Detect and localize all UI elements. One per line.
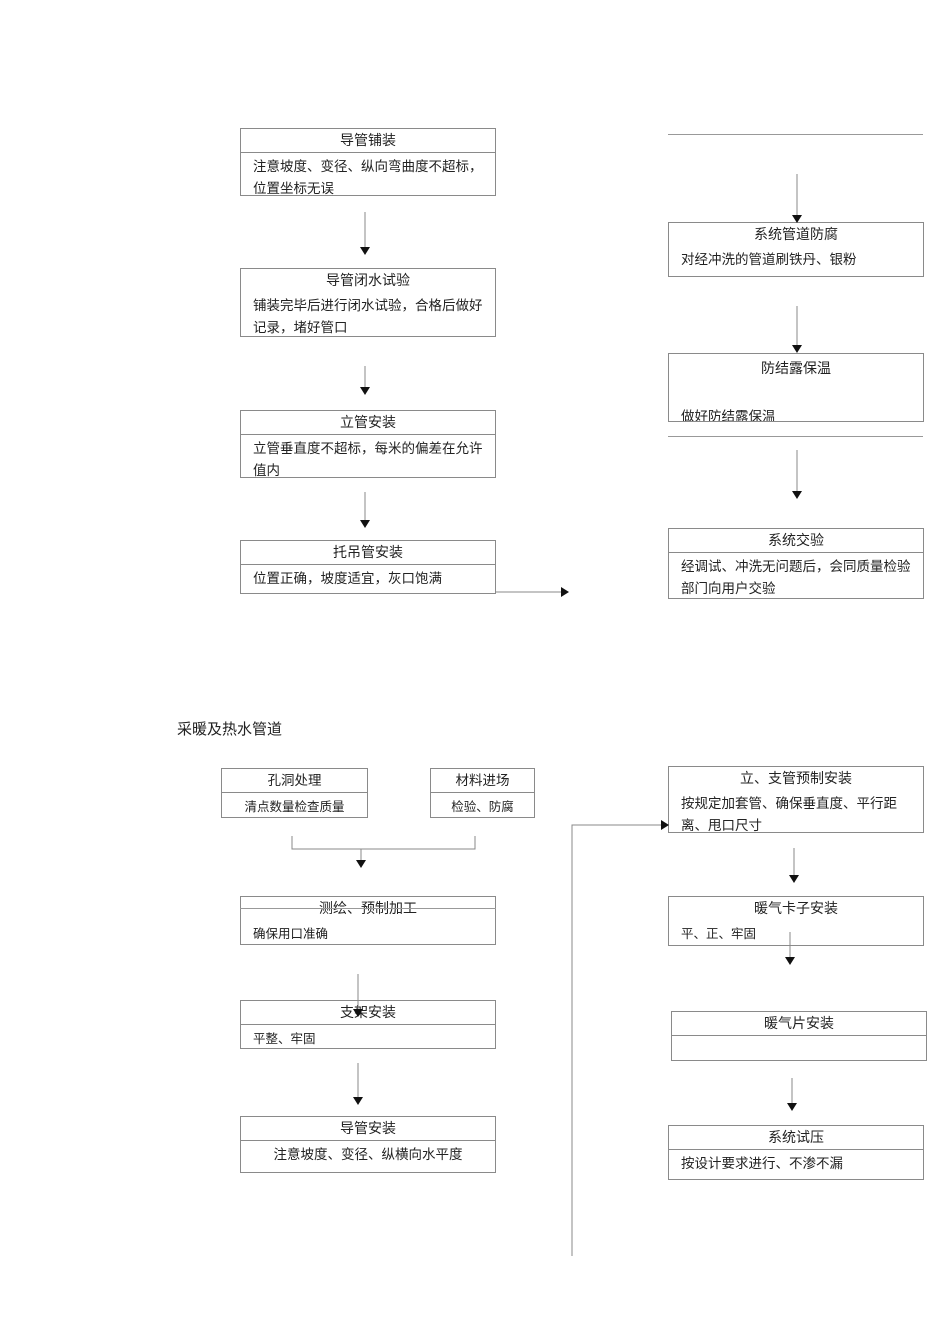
box-riser-install: 立管安装 立管垂直度不超标，每米的偏差在允许值内 [240,410,496,478]
section-title: 采暖及热水管道 [177,720,283,738]
box-desc: 确保用口准确 [253,926,329,941]
box-desc: 铺装完毕后进行闭水试验，合格后做好记录，堵好管口 [253,298,483,336]
box-condensation-insulation: 防结露保温 做好防结露保温 [668,353,924,422]
box-title: 系统管道防腐 [754,227,838,243]
box-bracket-install: 支架安装 平整、牢固 [240,1000,496,1049]
box-main-pipe-install: 导管安装 注意坡度、变径、纵横向水平度 [240,1116,496,1173]
box-system-pressure-test: 系统试压 按设计要求进行、不渗不漏 [668,1125,924,1180]
box-title: 暖气片安装 [672,1012,926,1036]
box-desc: 注意坡度、变径、纵横向水平度 [273,1147,463,1163]
box-title: 立、支管预制安装 [740,771,852,787]
box-title: 导管闭水试验 [326,273,410,289]
box-survey-prefab: 测绘、预制加工 确保用口准确 [240,896,496,945]
box-desc: 按规定加套管、确保垂直度、平行距离、甩口尺寸 [681,796,897,833]
box-system-acceptance: 系统交验 经调试、冲洗无问题后，会同质量检验部门向用户交验 [668,528,924,599]
box-title: 托吊管安装 [241,541,495,565]
box-hole-treatment: 孔洞处理 清点数量检查质量 [221,768,368,818]
box-radiator-clamp-install: 暖气卡子安装 平、正、牢固 [668,896,924,946]
box-desc: 按设计要求进行、不渗不漏 [681,1156,843,1172]
divider-line [668,134,923,135]
box-desc: 平整、牢固 [253,1031,316,1046]
box-desc: 检验、防腐 [451,799,514,814]
box-material-arrival: 材料进场 检验、防腐 [430,768,535,818]
box-desc: 立管垂直度不超标，每米的偏差在允许值内 [253,441,483,478]
box-title: 材料进场 [431,769,534,793]
box-conduit-laying: 导管铺装 注意坡度、变径、纵向弯曲度不超标，位置坐标无误 [240,128,496,196]
box-title: 防结露保温 [761,361,831,377]
box-desc: 平、正、牢固 [681,926,757,941]
merge-connector [291,836,476,850]
box-radiator-install: 暖气片安装 [671,1011,927,1061]
feed-connector [571,820,669,1256]
box-title: 测绘、预制加工 [319,901,417,917]
divider-line [240,908,496,909]
box-title: 暖气卡子安装 [754,901,838,917]
box-pipe-anticorrosion: 系统管道防腐 对经冲洗的管道刷铁丹、银粉 [668,222,924,277]
box-desc: 经调试、冲洗无问题后，会同质量检验部门向用户交验 [681,559,911,597]
box-desc: 对经冲洗的管道刷铁丹、银粉 [681,252,857,268]
box-conduit-water-test: 导管闭水试验 铺装完毕后进行闭水试验，合格后做好记录，堵好管口 [240,268,496,337]
box-title: 系统试压 [669,1126,923,1150]
box-title: 系统交验 [669,529,923,553]
box-title: 孔洞处理 [222,769,367,793]
box-branch-prefab-install: 立、支管预制安装 按规定加套管、确保垂直度、平行距离、甩口尺寸 [668,766,924,833]
box-desc: 注意坡度、变径、纵向弯曲度不超标，位置坐标无误 [253,159,483,196]
box-hanger-pipe-install: 托吊管安装 位置正确，坡度适宜，灰口饱满 [240,540,496,594]
box-title: 立管安装 [241,411,495,435]
box-title: 导管铺装 [241,129,495,153]
box-desc: 清点数量检查质量 [244,799,345,814]
box-desc: 位置正确，坡度适宜，灰口饱满 [253,571,442,587]
box-desc: 做好防结露保温 [681,409,776,422]
box-title: 导管安装 [241,1117,495,1141]
divider-line [668,436,923,437]
